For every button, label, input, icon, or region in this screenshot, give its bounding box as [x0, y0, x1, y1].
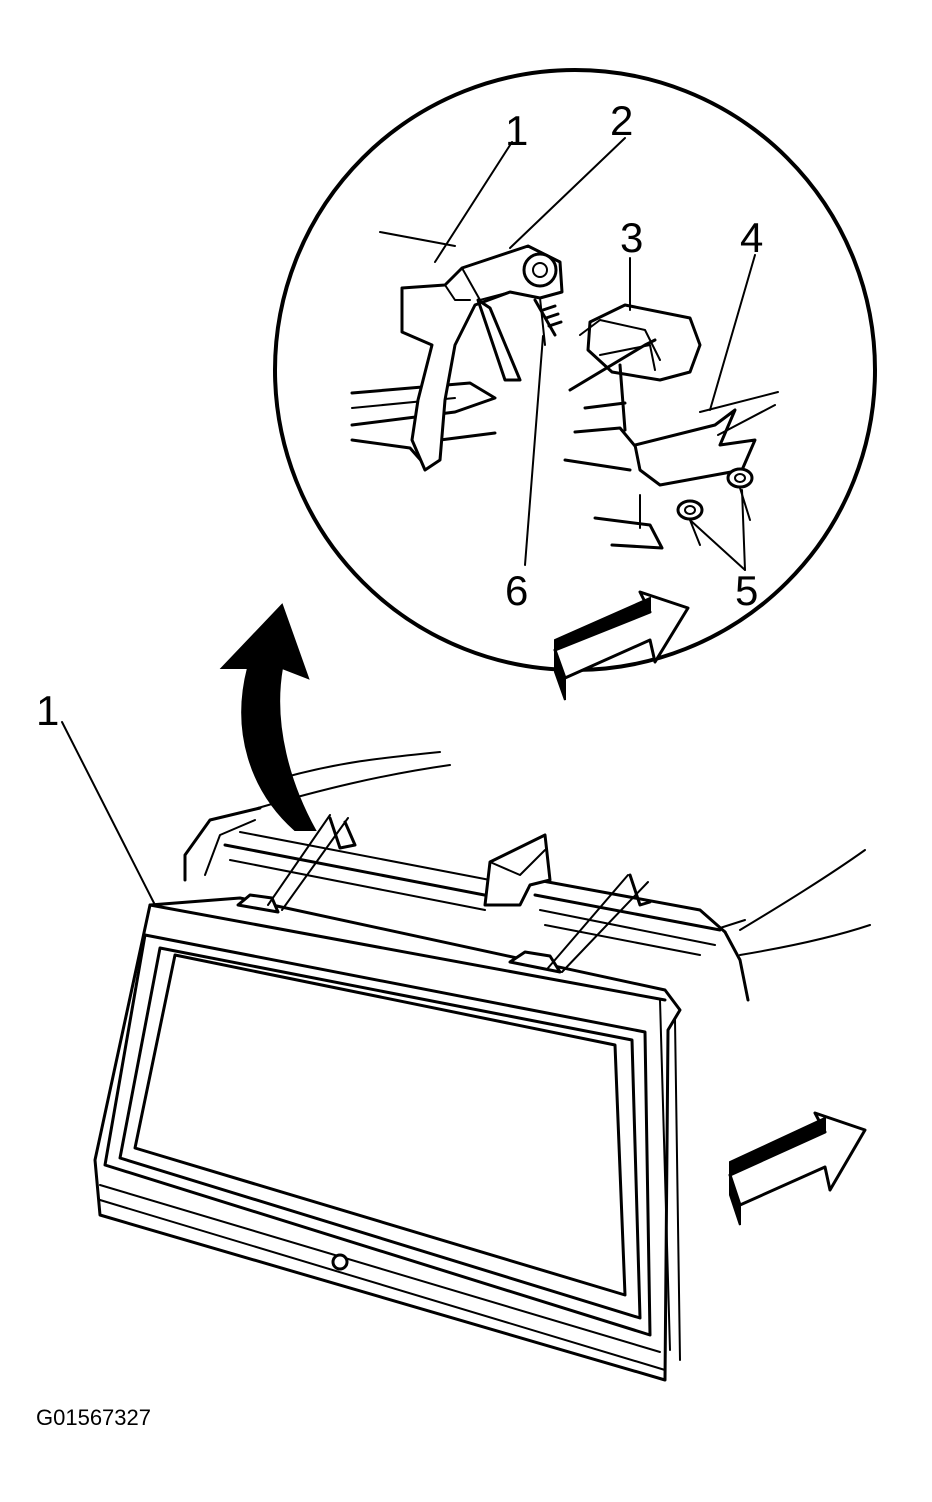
- detail-forward-arrow-icon: [553, 590, 690, 701]
- detail-callout-4: 4: [740, 214, 763, 261]
- detail-bolt: [524, 298, 563, 566]
- detail-bracket: [633, 391, 779, 487]
- detail-callout-5: 5: [735, 567, 758, 614]
- main-leader-1: [61, 721, 156, 906]
- forward-arrow-icon: [728, 1111, 867, 1226]
- figure-id: G01567327: [36, 1405, 151, 1430]
- detail-callout-2: 2: [610, 97, 633, 144]
- detail-view: 1 2 3 4 5 6: [273, 68, 877, 701]
- detail-callout-1: 1: [505, 107, 528, 154]
- liftgate: [93, 814, 682, 1382]
- detail-nuts: [676, 467, 754, 571]
- detail-seal: [568, 303, 702, 432]
- vehicle-body: [183, 751, 871, 1002]
- main-callout-1: 1: [36, 687, 59, 734]
- detail-leaders: [379, 137, 756, 411]
- detail-hinge: [400, 244, 564, 472]
- detail-circle: [273, 68, 877, 672]
- detail-callout-3: 3: [620, 214, 643, 261]
- detail-callout-6: 6: [505, 567, 528, 614]
- zoom-arrow-icon: [219, 603, 317, 831]
